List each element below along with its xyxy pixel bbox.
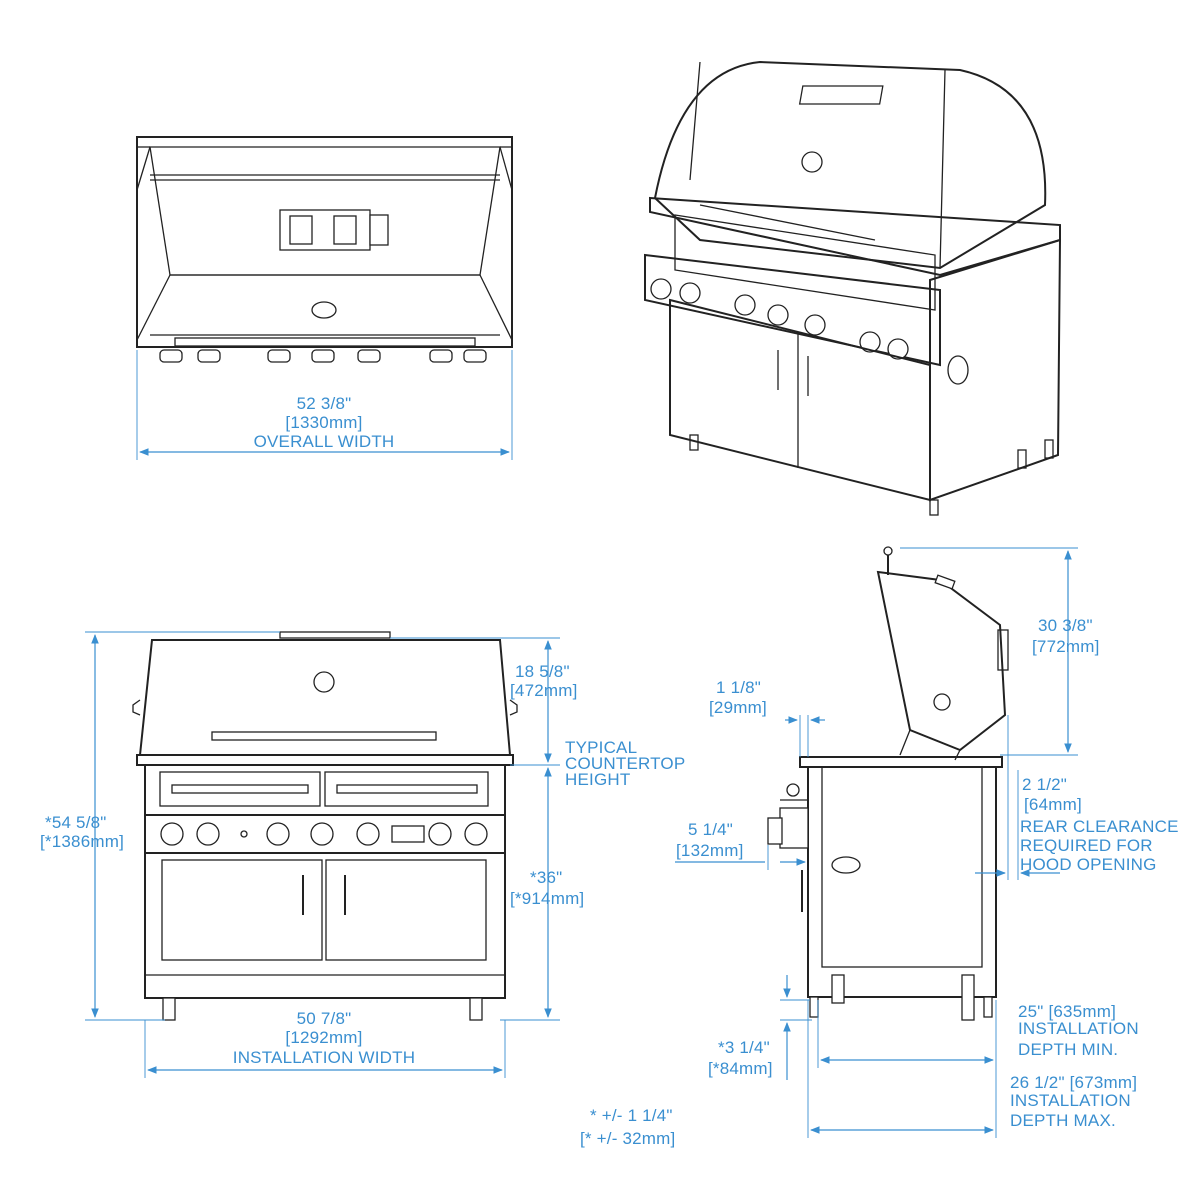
rear-clearance-imperial: 2 1/2"	[1022, 775, 1067, 794]
overall-width-metric: [1330mm]	[285, 413, 362, 432]
overall-height-imperial: *54 5/8"	[45, 813, 107, 832]
isometric-knobs	[650, 278, 909, 360]
side-view-dimensions: 30 3/8" [772mm] 1 1/8" [29mm] 5 1/4" [13…	[675, 547, 1179, 1138]
isometric-view-drawing	[644, 60, 1062, 516]
rear-clearance-label-3: HOOD OPENING	[1020, 855, 1157, 874]
depth-min-value: 25" [635mm]	[1018, 1002, 1116, 1021]
knob-depth-metric: [132mm]	[676, 841, 744, 860]
overall-width-dimension: 52 3/8" [1330mm] OVERALL WIDTH	[136, 350, 513, 460]
depth-min-label-1: INSTALLATION	[1018, 1019, 1139, 1038]
depth-max-value: 26 1/2" [673mm]	[1010, 1073, 1137, 1092]
installation-width-caption: INSTALLATION WIDTH	[233, 1048, 415, 1067]
depth-min-label-2: DEPTH MIN.	[1018, 1040, 1118, 1059]
lip-metric: [29mm]	[709, 698, 767, 717]
depth-max-label-2: DEPTH MAX.	[1010, 1111, 1116, 1130]
countertop-label-3: HEIGHT	[565, 770, 630, 789]
knob-depth-imperial: 5 1/4"	[688, 820, 733, 839]
front-knobs	[160, 822, 488, 846]
lip-imperial: 1 1/8"	[716, 678, 761, 697]
countertop-label-2: COUNTERTOP	[565, 754, 685, 773]
base-gap-metric: [*84mm]	[708, 1059, 773, 1078]
rear-clearance-label-2: REQUIRED FOR	[1020, 836, 1153, 855]
countertop-height-metric: [*914mm]	[510, 889, 584, 908]
front-view-dimensions: *54 5/8" [*1386mm] 18 5/8" [472mm] TYPIC…	[40, 631, 685, 1078]
countertop-label-1: TYPICAL	[565, 738, 637, 757]
countertop-height-imperial: *36"	[530, 868, 562, 887]
tolerance-imperial: * +/- 1 1/4"	[590, 1106, 673, 1125]
installation-width-imperial: 50 7/8"	[297, 1009, 352, 1028]
hood-open-height-metric: [772mm]	[1032, 637, 1100, 656]
hood-height-metric: [472mm]	[510, 681, 578, 700]
hood-open-height-imperial: 30 3/8"	[1038, 616, 1093, 635]
top-view-drawing	[136, 136, 513, 363]
rear-clearance-metric: [64mm]	[1024, 795, 1082, 814]
overall-width-imperial: 52 3/8"	[297, 394, 352, 413]
tolerance-note: * +/- 1 1/4" [* +/- 32mm]	[580, 1106, 675, 1148]
front-view-drawing	[132, 631, 518, 1021]
installation-width-metric: [1292mm]	[285, 1028, 362, 1047]
hood-height-imperial: 18 5/8"	[515, 662, 570, 681]
top-view-knobs	[159, 349, 487, 363]
base-gap-imperial: *3 1/4"	[718, 1038, 770, 1057]
rear-clearance-label-1: REAR CLEARANCE	[1020, 817, 1179, 836]
tolerance-metric: [* +/- 32mm]	[580, 1129, 675, 1148]
side-view-drawing	[767, 546, 1009, 1021]
overall-width-caption: OVERALL WIDTH	[254, 432, 395, 451]
depth-max-label-1: INSTALLATION	[1010, 1091, 1131, 1110]
overall-height-metric: [*1386mm]	[40, 832, 124, 851]
